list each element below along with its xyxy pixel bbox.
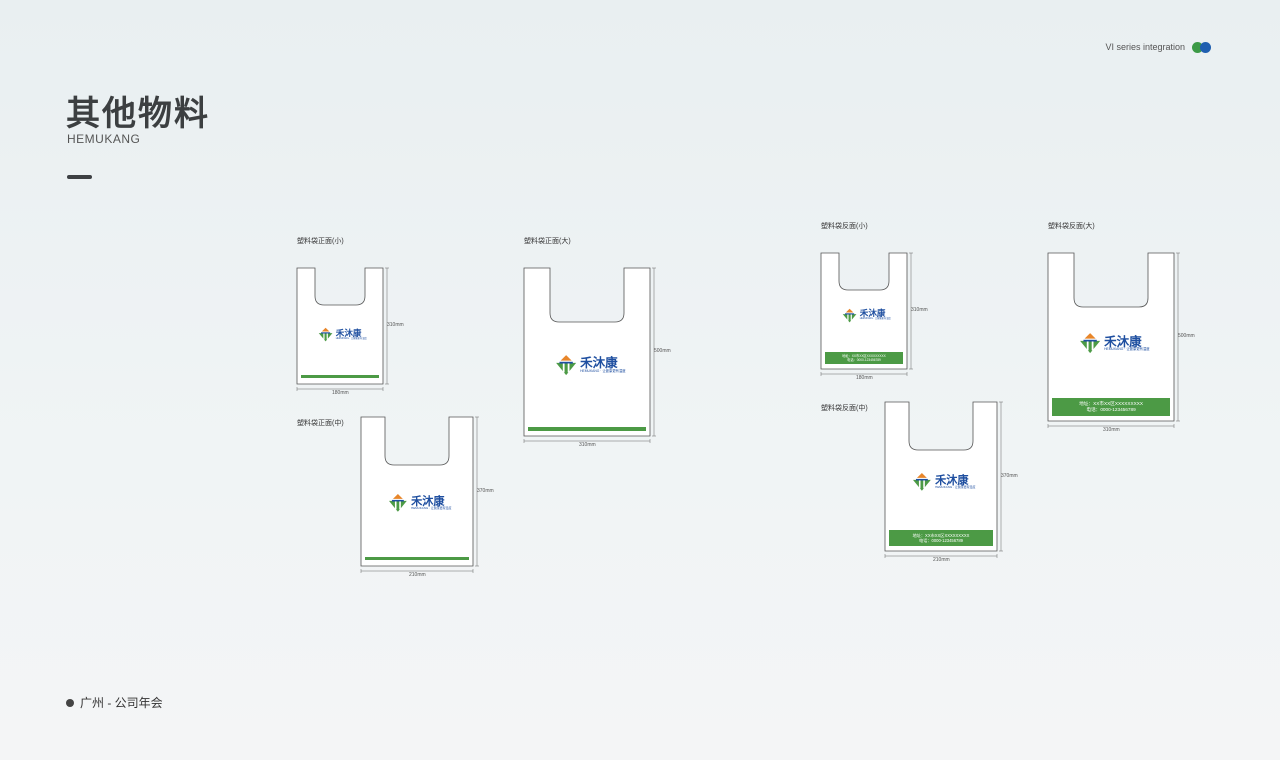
page-subtitle: HEMUKANG <box>67 132 141 146</box>
logo-mark-icon <box>555 355 577 376</box>
contact-phone: 电话：0000-123456789 <box>1086 407 1136 412</box>
contact-phone: 电话：0000-123456789 <box>919 538 963 543</box>
logo-name: 禾沐康 <box>1104 333 1142 349</box>
logo-mark-icon <box>1079 333 1101 354</box>
logo-mark-icon <box>389 494 408 513</box>
height-dimension: 310mm <box>387 322 404 328</box>
bag-outline <box>360 416 479 573</box>
logo-tagline: HEMUKANG · 让健康更有温度 <box>859 318 891 321</box>
bag-outline <box>296 267 389 391</box>
width-dimension: 180mm <box>856 375 873 381</box>
bag-label: 塑料袋正面(中) <box>297 420 344 427</box>
bag-label: 塑料袋正面(小) <box>297 238 344 245</box>
bag-outline <box>1047 252 1180 428</box>
contact-phone: 电话：0000-123456789 <box>847 358 881 362</box>
logo-name: 禾沐康 <box>935 474 969 488</box>
bag-label: 塑料袋反面(小) <box>821 223 868 230</box>
logo-name: 禾沐康 <box>411 495 445 509</box>
height-dimension: 500mm <box>654 348 671 354</box>
green-stripe <box>528 427 646 431</box>
logo-name: 禾沐康 <box>335 328 362 339</box>
width-dimension: 310mm <box>579 442 596 448</box>
logo-name: 禾沐康 <box>859 308 886 319</box>
contact-address: 地址：XX市XX区XXXXXXXXX <box>1079 401 1143 407</box>
width-dimension: 210mm <box>933 557 950 563</box>
bag-label: 塑料袋反面(大) <box>1048 223 1095 230</box>
logo-tagline: HEMUKANG · 让健康更有温度 <box>580 368 626 373</box>
logo-tagline: HEMUKANG · 让健康更有温度 <box>1104 347 1150 352</box>
series-caption: VI series integration <box>1105 42 1185 52</box>
logo-mark-icon <box>318 328 333 342</box>
contact-address: 地址：XX市XX区XXXXXXXXX <box>842 354 886 358</box>
width-dimension: 310mm <box>1103 427 1120 433</box>
bag-label: 塑料袋正面(大) <box>524 238 571 245</box>
footer: 广州 - 公司年会 <box>66 694 163 711</box>
height-dimension: 370mm <box>477 487 494 494</box>
logo-mark-icon <box>913 473 932 492</box>
logo-name: 禾沐康 <box>580 355 618 371</box>
footer-bullet-icon <box>66 698 74 707</box>
height-dimension: 500mm <box>1178 333 1195 339</box>
brand-dots-icon <box>1192 42 1214 54</box>
bag-outline <box>523 267 656 443</box>
height-dimension: 310mm <box>911 307 928 313</box>
bag-outline <box>884 401 1003 558</box>
height-dimension: 370mm <box>1001 472 1018 479</box>
logo-mark-icon <box>842 308 857 323</box>
title-divider <box>67 175 92 179</box>
contact-address: 地址：XX市XX区XXXXXXXXX <box>912 532 970 538</box>
green-stripe <box>301 375 379 378</box>
width-dimension: 180mm <box>332 390 349 396</box>
green-stripe <box>365 557 469 561</box>
logo-tagline: HEMUKANG · 让健康更有温度 <box>935 485 976 490</box>
bag-label: 塑料袋反面(中) <box>821 405 868 412</box>
logo-tagline: HEMUKANG · 让健康更有温度 <box>335 338 367 341</box>
width-dimension: 210mm <box>409 572 426 578</box>
page-title: 其他物料 <box>66 94 210 134</box>
logo-tagline: HEMUKANG · 让健康更有温度 <box>411 506 452 511</box>
bag-outline <box>820 252 913 376</box>
footer-text: 广州 - 公司年会 <box>80 696 163 710</box>
